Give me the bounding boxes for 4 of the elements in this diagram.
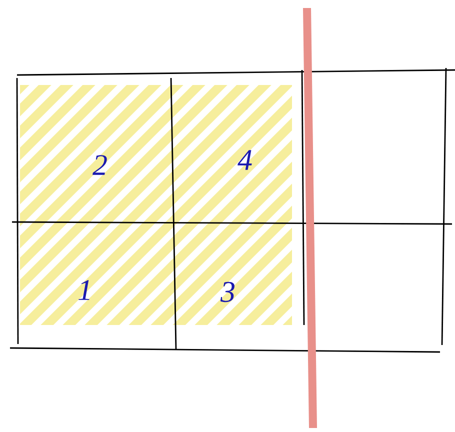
cell-number: 1	[78, 280, 90, 300]
cell-number: 4	[238, 150, 252, 170]
cell-number: 2	[92, 155, 107, 175]
cell-number: 3	[220, 282, 234, 302]
